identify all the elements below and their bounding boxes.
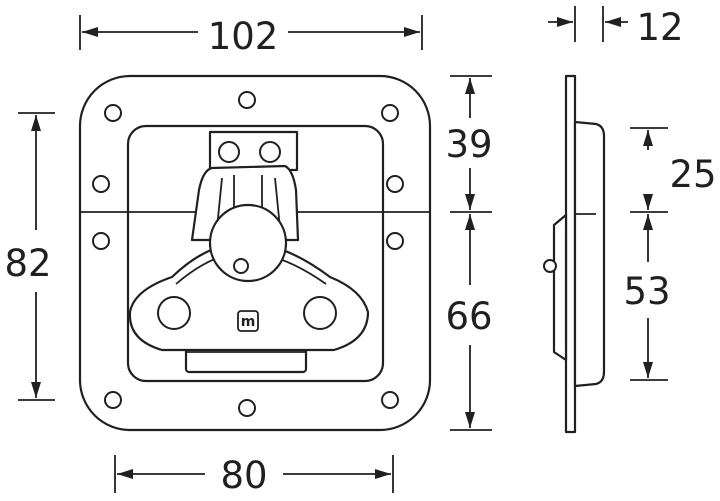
side-knob <box>543 259 557 273</box>
dimension-label: 39 <box>445 123 492 166</box>
handle-hole-right <box>303 296 337 330</box>
mounting-hole <box>386 175 404 193</box>
dimension-bottom-width: 80 <box>114 454 394 497</box>
mounting-hole <box>104 391 122 409</box>
hinge-bracket <box>208 130 299 172</box>
mounting-holes <box>92 91 404 417</box>
mounting-hole <box>238 91 256 109</box>
side-flange <box>564 74 577 434</box>
mounting-hole <box>386 232 404 250</box>
side-handle <box>552 213 568 362</box>
side-dish <box>573 120 606 388</box>
svg-text:m: m <box>241 314 256 330</box>
dimension-right-heights: 39 66 <box>445 75 493 431</box>
handle-hole-left <box>157 296 191 330</box>
dimension-side-thickness: 12 <box>548 6 684 49</box>
dimension-label: 53 <box>623 270 670 313</box>
center-rivet <box>233 258 249 274</box>
dimension-label: 102 <box>208 15 279 58</box>
center-boss <box>208 203 288 283</box>
mounting-hole <box>92 232 110 250</box>
dimension-left-height: 82 <box>4 112 55 401</box>
brand-logo: m <box>237 310 259 332</box>
mounting-hole <box>238 399 256 417</box>
dimension-side-heights: 25 53 <box>623 127 717 381</box>
dimension-label: 12 <box>636 6 683 49</box>
mounting-hole <box>104 104 122 122</box>
dimension-top-width: 102 <box>79 15 423 58</box>
mounting-hole <box>92 175 110 193</box>
dimension-label: 66 <box>445 295 492 338</box>
dimension-label: 80 <box>220 454 267 497</box>
mounting-hole <box>381 391 399 409</box>
mounting-hole <box>381 104 399 122</box>
dimension-label: 25 <box>669 153 716 196</box>
dimension-label: 82 <box>4 242 51 285</box>
side-view <box>543 74 606 434</box>
front-view: m <box>78 74 432 432</box>
